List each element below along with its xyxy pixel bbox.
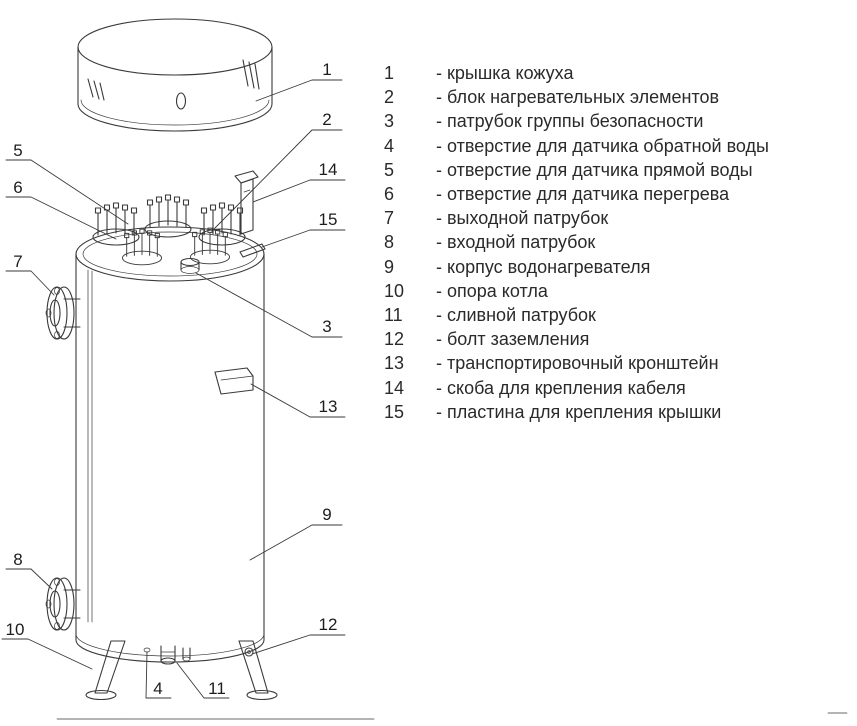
legend-item-number: 1 <box>384 63 395 83</box>
legend-item-text: - скоба для крепления кабеля <box>436 377 686 398</box>
legend-item-number: 12 <box>384 329 405 350</box>
legend-item-number: 5 <box>384 159 395 180</box>
callout-12: 12 <box>319 615 338 634</box>
legend-item-text: - отверстие для датчика прямой воды <box>436 159 753 180</box>
legend-item-text: - сливной патрубок <box>436 305 596 326</box>
callout-numbers: 1 2 14 15 3 13 9 12 5 6 7 8 10 4 11 <box>6 60 338 698</box>
ground-bolt <box>244 647 254 657</box>
safety-group-port <box>180 257 200 274</box>
heating-element-block <box>92 194 246 266</box>
legend-item-text: - корпус водонагревателя <box>436 256 651 277</box>
legend-item-text: - крышка кожуха <box>436 63 574 83</box>
legend-item-number: 3 <box>384 111 395 132</box>
legend-item-number: 8 <box>384 232 395 253</box>
callout-5: 5 <box>13 141 22 160</box>
legend-item-text: - транспортировочный кронштейн <box>436 353 719 374</box>
legend-item-number: 2 <box>384 87 395 108</box>
legend-item: 8 - входной патрубок <box>384 230 854 254</box>
legend-item: 3 - патрубок группы безопасности <box>384 109 854 133</box>
callout-7: 7 <box>13 252 22 271</box>
legend-item: 5 - отверстие для датчика прямой воды <box>384 158 854 182</box>
legend-item: 10 - опора котла <box>384 279 854 303</box>
legend-item-text: - опора котла <box>436 280 548 301</box>
legend-item: 11 - сливной патрубок <box>384 303 854 327</box>
outlet-flange <box>45 286 81 340</box>
vent-grille-left-icon <box>87 78 105 101</box>
callout-15: 15 <box>319 210 338 229</box>
callout-leaders <box>1 79 346 699</box>
callout-13: 13 <box>319 397 338 416</box>
legend-item: 13 - транспортировочный кронштейн <box>384 351 854 375</box>
legend-item-text: - блок нагревательных элементов <box>436 87 720 108</box>
legend-item-text: - отверстие для датчика перегрева <box>436 184 730 205</box>
callout-8: 8 <box>13 550 22 569</box>
legend-item: 9 - корпус водонагревателя <box>384 255 854 279</box>
callout-11: 11 <box>208 679 226 698</box>
legend-item-number: 7 <box>384 208 395 229</box>
cover-cap <box>77 18 273 132</box>
callout-1: 1 <box>322 60 331 79</box>
legend-item-text: - болт заземления <box>436 329 590 350</box>
callout-2: 2 <box>322 110 331 129</box>
callout-14: 14 <box>319 160 338 179</box>
legend-item-number: 14 <box>384 377 405 398</box>
legend: 1 - крышка кожуха 2 - блок нагревательны… <box>384 61 854 424</box>
vent-grille-right-icon <box>242 59 260 90</box>
legend-item-text: - пластина для крепления крышки <box>436 401 722 422</box>
legend-item-number: 13 <box>384 353 405 374</box>
legend-item: 1 - крышка кожуха <box>384 61 854 85</box>
return-sensor-opening <box>143 647 151 653</box>
legend-item: 6 - отверстие для датчика перегрева <box>384 182 854 206</box>
legend-item-text: - отверстие для датчика обратной воды <box>436 135 769 156</box>
legend-item: 2 - блок нагревательных элементов <box>384 85 854 109</box>
legend-item: 12 - болт заземления <box>384 327 854 351</box>
callout-4: 4 <box>153 679 162 698</box>
legend-item-number: 6 <box>384 184 395 205</box>
inlet-flange <box>45 577 81 631</box>
transport-bracket <box>214 367 254 395</box>
legend-item: 7 - выходной патрубок <box>384 206 854 230</box>
callout-10: 10 <box>6 620 25 639</box>
bottom-rule <box>56 712 848 720</box>
callout-9: 9 <box>322 505 331 524</box>
legend-item: 14 - скоба для крепления кабеля <box>384 376 854 400</box>
legend-item-text: - входной патрубок <box>436 232 596 253</box>
support-legs <box>85 640 278 701</box>
legend-item: 15 - пластина для крепления крышки <box>384 400 854 424</box>
legend-item-number: 11 <box>384 305 403 326</box>
cover-fixing-plate <box>239 243 266 258</box>
callout-3: 3 <box>322 317 331 336</box>
legend-item-number: 4 <box>384 135 395 156</box>
legend-item: 4 - отверстие для датчика обратной воды <box>384 134 854 158</box>
legend-item-text: - выходной патрубок <box>436 208 609 229</box>
legend-item-number: 9 <box>384 256 395 277</box>
legend-item-text: - патрубок группы безопасности <box>436 111 704 132</box>
drain-stub <box>143 645 191 665</box>
callout-6: 6 <box>13 178 22 197</box>
tank-body <box>75 226 265 663</box>
legend-item-number: 15 <box>384 401 405 422</box>
cable-bracket <box>234 170 259 235</box>
legend-item-number: 10 <box>384 280 405 301</box>
